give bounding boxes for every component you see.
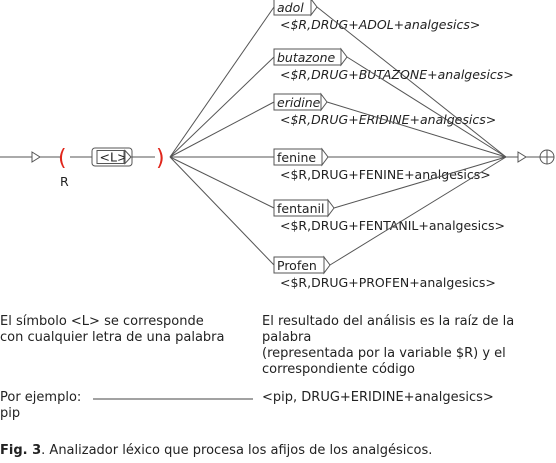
edge-in-0 xyxy=(169,6,275,158)
branch-eridine: eridine <$R,DRUG+ERIDINE+analgesics> xyxy=(169,92,507,158)
branch-butazone: butazone <$R,DRUG+BUTAZONE+analgesics> xyxy=(169,47,514,158)
branch-box-label: fenine xyxy=(277,150,316,165)
note-left: El símbolo <L> se corresponde con cualqu… xyxy=(0,314,225,345)
branch-output-label: <$R,DRUG+ADOL+analgesics> xyxy=(280,17,480,32)
branch-arrow-icon xyxy=(323,255,331,275)
caption-prefix: Fig. 3 xyxy=(0,443,42,458)
example-result: <pip, DRUG+ERIDINE+analgesics> xyxy=(262,390,494,405)
edge-in-4 xyxy=(169,156,275,209)
branch-profen: Profen <$R,DRUG+PROFEN+analgesics> xyxy=(169,156,507,290)
branch-box-label: fentanil xyxy=(277,201,324,216)
branch-output-label: <$R,DRUG+BUTAZONE+analgesics> xyxy=(280,67,514,82)
branch-output-label: <$R,DRUG+PROFEN+analgesics> xyxy=(280,275,496,290)
edge-out-5 xyxy=(329,156,507,266)
branch-arrow-icon xyxy=(340,47,348,67)
branch-box-label: eridine xyxy=(277,95,321,110)
initial-state-icon xyxy=(31,151,41,163)
caption-text: . Analizador léxico que procesa los afij… xyxy=(41,443,433,458)
branch-output-label: <$R,DRUG+FENTANIL+analgesics> xyxy=(280,218,505,233)
right-paren: ) xyxy=(156,146,165,171)
branch-layer: adol <$R,DRUG+ADOL+analgesics> butazone <$R… xyxy=(169,0,514,290)
note-right: El resultado del análisis es la raíz de … xyxy=(262,314,515,377)
branch-output-label: <$R,DRUG+FENINE+analgesics> xyxy=(280,167,491,182)
l-box-inner xyxy=(96,150,125,164)
edge-out-4 xyxy=(333,156,507,209)
branch-arrow-icon xyxy=(310,0,318,17)
example-label: Por ejemplo: pip xyxy=(0,390,82,421)
figure-caption: Fig. 3. Analizador léxico que procesa lo… xyxy=(0,443,432,458)
edge-out-2 xyxy=(326,101,507,158)
l-box-label: <L> xyxy=(100,150,128,165)
branch-arrow-icon xyxy=(327,198,335,218)
branch-output-label: <$R,DRUG+ERIDINE+analgesics> xyxy=(280,112,496,127)
edge-in-2 xyxy=(169,101,275,158)
branch-arrow-icon xyxy=(321,147,329,167)
edge-in-1 xyxy=(169,56,275,158)
branch-box-label: butazone xyxy=(277,50,336,65)
edge-out-0 xyxy=(316,6,507,158)
branch-arrow-icon xyxy=(320,92,328,112)
edge-in-5 xyxy=(169,156,275,266)
final-arrow-icon xyxy=(517,151,527,163)
branch-box-label: Profen xyxy=(277,258,317,273)
branch-box-label: adol xyxy=(277,0,304,15)
left-paren: ( xyxy=(58,146,67,171)
branch-adol: adol <$R,DRUG+ADOL+analgesics> xyxy=(169,0,507,158)
edge-out-1 xyxy=(346,56,507,158)
l-box-arrow-icon xyxy=(124,149,132,165)
r-output-label: R xyxy=(60,174,69,189)
branch-fenine: fenine <$R,DRUG+FENINE+analgesics> xyxy=(170,147,506,182)
branch-fentanil: fentanil <$R,DRUG+FENTANIL+analgesics> xyxy=(169,156,507,233)
